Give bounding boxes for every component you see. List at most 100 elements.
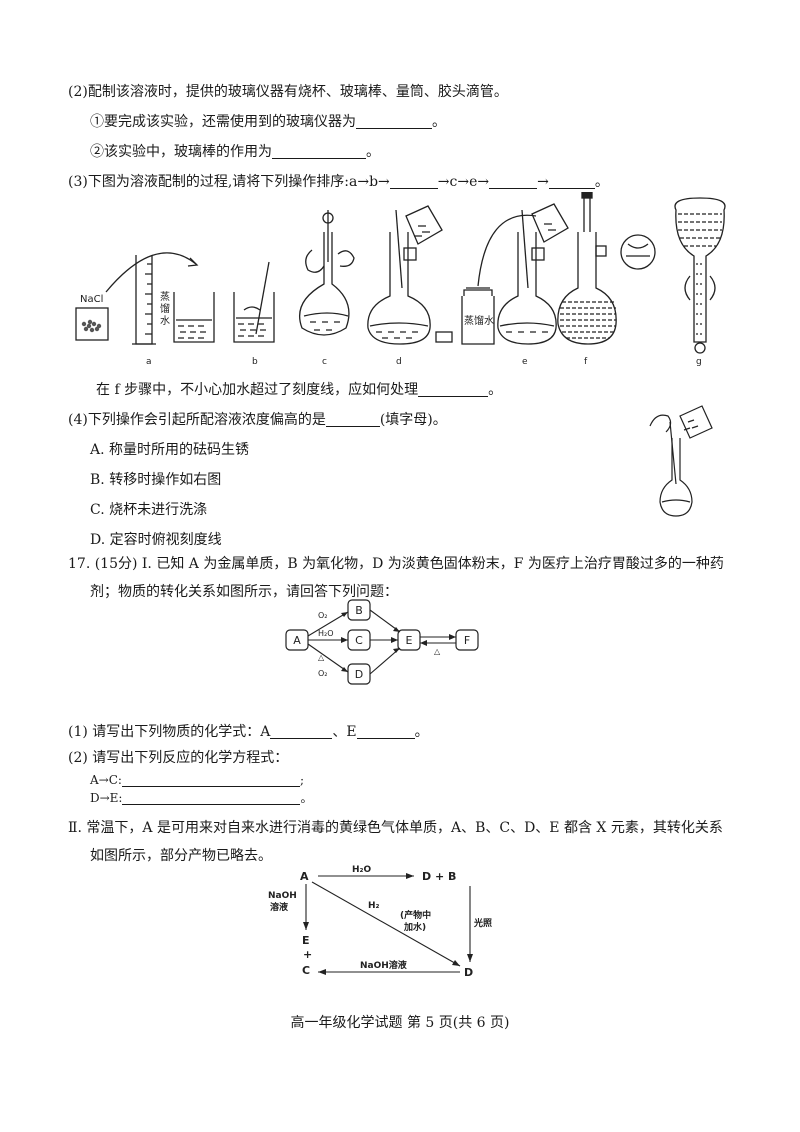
period: 。 — [414, 724, 429, 740]
period: 。 — [432, 114, 446, 130]
q17-ii-line2: 如图所示，部分产物已略去。 — [90, 846, 272, 866]
arrow-D-E — [369, 647, 401, 675]
meniscus-magnifier — [620, 234, 656, 270]
q17-ii-line1: Ⅱ. 常温下，A 是可用来对自来水进行消毒的黄绿色气体单质，A、B、C、D、E … — [68, 818, 723, 838]
volumetric-flask-f — [557, 232, 617, 345]
diagram2-naoh: NaOH — [268, 891, 297, 901]
option-d: D. 定容时俯视刻度线 — [90, 530, 222, 550]
answer-blank[interactable] — [489, 174, 538, 189]
answer-blank[interactable] — [548, 174, 595, 189]
q17-eq1: A→C:; — [90, 770, 304, 790]
diagram2-C: C — [302, 964, 310, 977]
q16-part2-sub2-text: ②该实验中，玻璃棒的作用为 — [90, 144, 272, 160]
diagram2-plus: + — [303, 948, 312, 961]
arrow-A-B — [307, 611, 349, 637]
pouring-beaker — [679, 405, 713, 439]
step-label-d: d — [396, 357, 402, 367]
step-label-g: g — [696, 357, 702, 367]
q16-part3: (3)下图为溶液配制的过程,请将下列操作排序:a→b→→c→e→→。 — [68, 172, 609, 192]
q17-sub1-text: (1) 请写出下列物质的化学式：A — [68, 724, 271, 740]
pour-arrow — [105, 252, 197, 293]
arrow-A-D — [307, 643, 349, 673]
conversion-diagram-1: A B C D E F O₂ H₂O O₂ △ △ — [285, 599, 479, 685]
q16-part3-f: 在 f 步骤中，不小心加水超过了刻度线，应如何处理 。 — [96, 380, 502, 400]
weight-block — [435, 331, 453, 343]
q16-part2: (2)配制该溶液时，提供的玻璃仪器有烧杯、玻璃棒、量筒、胶头滴管。 — [68, 82, 508, 102]
q17-sub1-sep: 、E — [332, 724, 357, 740]
step-label-b: b — [252, 357, 258, 367]
q17-sub2: (2) 请写出下列反应的化学方程式： — [68, 748, 288, 768]
period: 。 — [366, 144, 380, 160]
node-C-label: C — [355, 634, 363, 647]
step-label-f: f — [584, 357, 588, 367]
diagram2-naoh-sol-bottom: NaOH溶液 — [360, 959, 408, 971]
water-bottle-label: 蒸馏水 — [464, 314, 494, 327]
beaker-a — [173, 292, 215, 343]
answer-blank[interactable] — [272, 144, 366, 159]
step-label-a: a — [146, 357, 152, 367]
conversion-diagram-2: A D + B E + C D H₂O H₂ (产物中 加水) 光照 NaOH … — [268, 865, 492, 979]
hand-left — [649, 414, 672, 433]
q17-ii-text-2: 如图所示，部分产物已略去。 — [90, 848, 272, 864]
glass-rod — [255, 261, 270, 335]
option-d-text: D. 定容时俯视刻度线 — [90, 532, 222, 548]
period: 。 — [594, 174, 609, 190]
answer-blank-E[interactable] — [356, 724, 415, 739]
nacl-label: NaCl — [80, 294, 103, 305]
glass-rod — [669, 421, 677, 485]
diagram2-A: A — [300, 870, 309, 883]
label-o2-top: O₂ — [318, 611, 328, 620]
q17-intro-line2: 剂；物质的转化关系如图所示，请回答下列问题： — [90, 582, 398, 602]
node-E-label: E — [406, 634, 413, 647]
step-label-e: e — [522, 357, 528, 367]
q16-part3-f-text: 在 f 步骤中，不小心加水超过了刻度线，应如何处理 — [96, 382, 419, 398]
answer-blank[interactable] — [325, 412, 380, 427]
answer-blank[interactable] — [418, 382, 489, 397]
graduated-cylinder — [135, 255, 153, 345]
arrow-B-E — [369, 609, 401, 633]
footer-text: 高一年级化学试题 第 5 页(共 6 页) — [290, 1015, 510, 1031]
q17-eq2-label: D→E: — [90, 791, 123, 805]
inverted-flask-g — [674, 197, 726, 343]
q16-part2-sub1-text: ①要完成该实验，还需使用到的玻璃仪器为 — [90, 114, 356, 130]
diagram2-h2o: H₂O — [352, 865, 371, 875]
q17-eq2: D→E:。 — [90, 788, 313, 808]
answer-blank-eq2[interactable] — [122, 790, 301, 805]
answer-blank-eq1[interactable] — [121, 772, 300, 787]
dropper — [583, 192, 591, 232]
answer-blank[interactable] — [389, 174, 438, 189]
q16-part3-text-mid: →c→e→ — [437, 174, 490, 190]
answer-blank[interactable] — [356, 114, 432, 129]
q16-part3-text: (3)下图为溶液配制的过程,请将下列操作排序:a→b→ — [68, 174, 390, 190]
transfer-arc — [477, 214, 537, 287]
label-h2o: H₂O — [318, 629, 334, 638]
q17-sub2-text: (2) 请写出下列反应的化学方程式： — [68, 750, 289, 766]
pouring-beaker-e — [531, 203, 569, 243]
nacl-dish — [75, 307, 109, 341]
period: 。 — [488, 382, 503, 398]
glass-rod-d — [395, 209, 403, 289]
volumetric-flask-e — [497, 232, 557, 345]
option-b-text: B. 转移时操作如右图 — [90, 472, 222, 488]
distilled-water-bottle — [461, 296, 495, 345]
diagram2-D-plus-B: D + B — [422, 870, 456, 883]
node-F — [455, 629, 479, 651]
volumetric-flask-d — [367, 232, 431, 345]
q17-sub1: (1) 请写出下列物质的化学式：A 、E 。 — [68, 722, 429, 742]
diagram2-E: E — [302, 934, 310, 947]
label-delta-1: △ — [318, 653, 325, 662]
hand-c — [305, 249, 325, 273]
water-label-1: 蒸 — [160, 291, 170, 303]
option-a: A. 称量时所用的砝码生锈 — [90, 440, 249, 460]
q17-ii-text-1: Ⅱ. 常温下，A 是可用来对自来水进行消毒的黄绿色气体单质，A、B、C、D、E … — [68, 820, 723, 836]
q17-intro-text-1: 17. (15分) Ⅰ. 已知 A 为金属单质，B 为氧化物，D 为淡黄色固体粉… — [68, 556, 724, 572]
arrow-A-D-diagonal — [311, 881, 461, 967]
water-label-3: 水 — [160, 315, 170, 327]
option-a-text: A. 称量时所用的砝码生锈 — [90, 442, 250, 458]
answer-blank-A[interactable] — [270, 724, 333, 739]
option-c-text: C. 烧杯未进行洗涤 — [90, 502, 208, 518]
diagram2-note-1: (产物中 — [400, 909, 431, 921]
semicolon: ; — [299, 773, 304, 787]
option-c: C. 烧杯未进行洗涤 — [90, 500, 207, 520]
node-B-label: B — [355, 604, 363, 617]
